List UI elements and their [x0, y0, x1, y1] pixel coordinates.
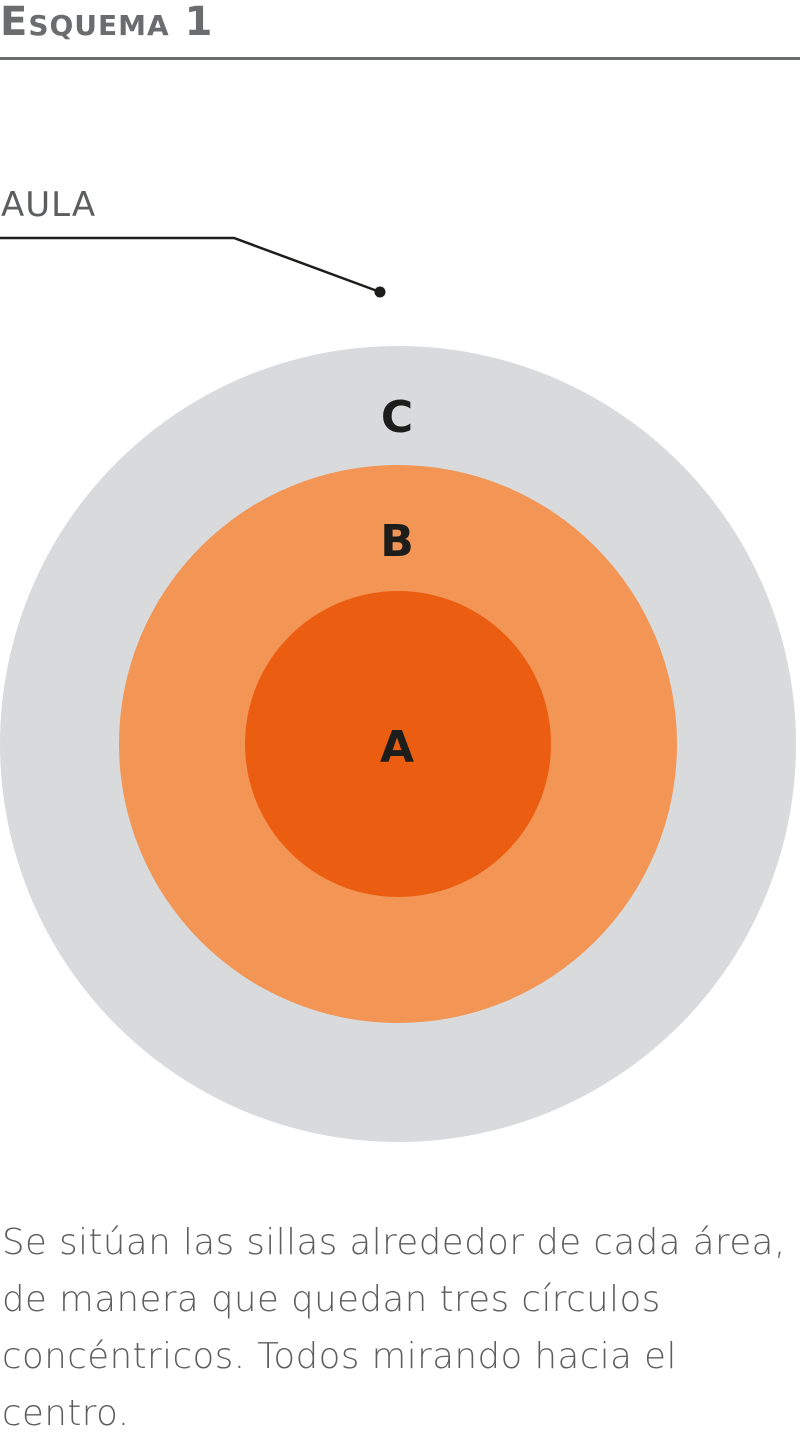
- aula-label: AULA: [1, 185, 96, 225]
- aula-leader-line: [0, 236, 381, 294]
- title-divider: [0, 57, 800, 60]
- zone-b-label: B: [380, 516, 414, 567]
- aula-leader-dot: [374, 286, 386, 298]
- zone-a-circle: [245, 591, 551, 897]
- caption-text: Se sitúan las sillas alrededor de cada á…: [2, 1222, 786, 1434]
- zone-a-label: A: [380, 722, 414, 773]
- concentric-circles-diagram: AULA C B A: [0, 185, 796, 1142]
- zone-c-label: C: [381, 392, 413, 443]
- page-title: Esquema 1: [0, 0, 214, 45]
